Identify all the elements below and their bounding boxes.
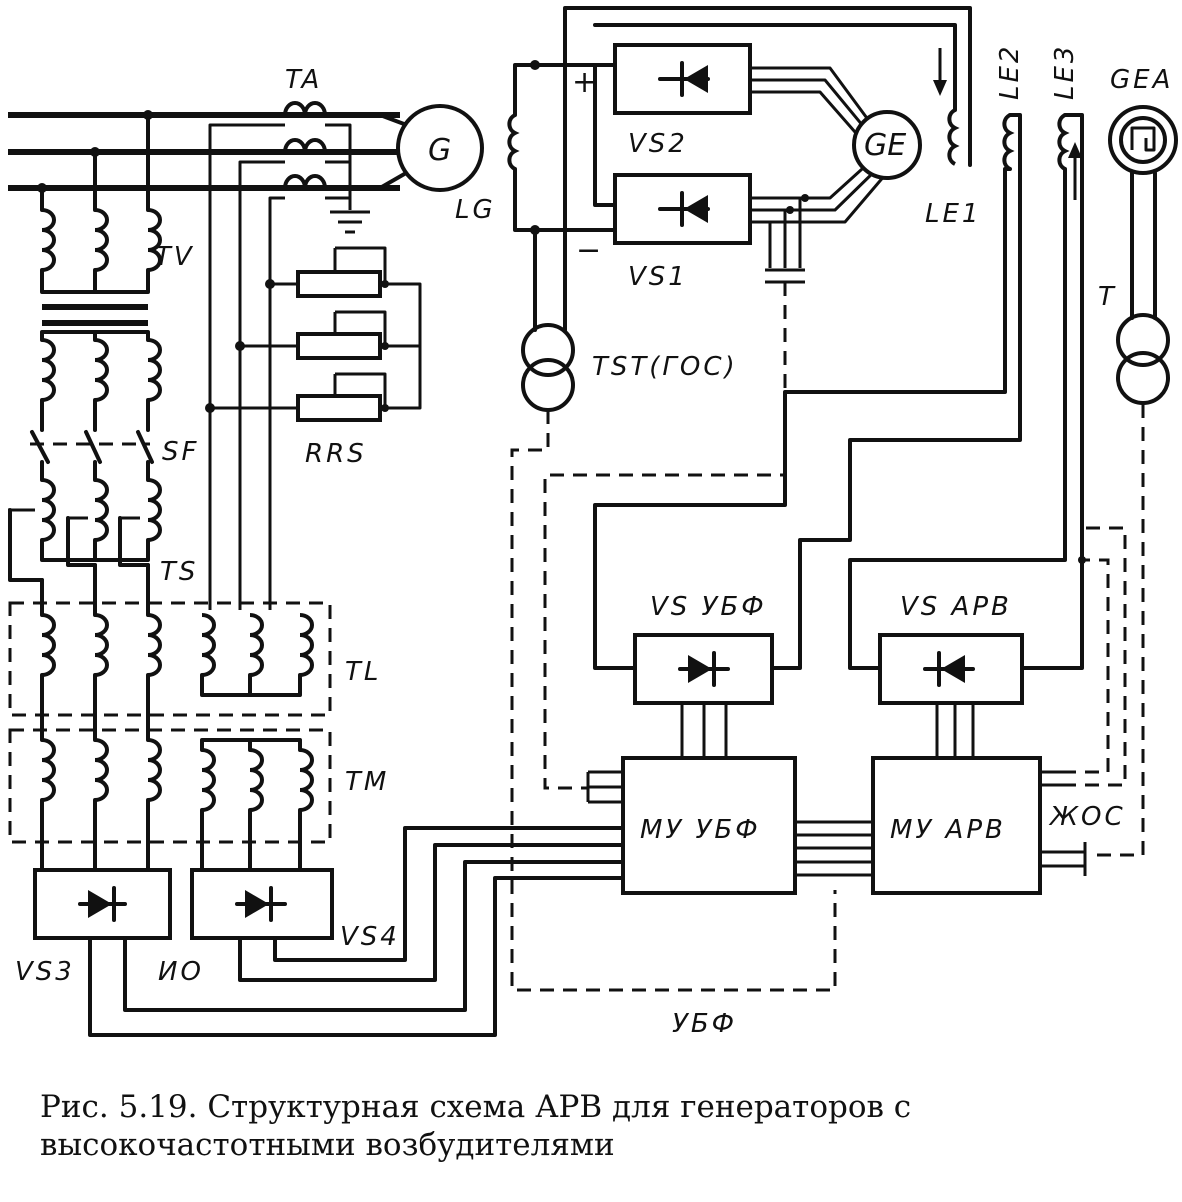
rectifier-vs-ubf: VS УБФ (633, 592, 774, 758)
jos-label: ЖОС (1048, 802, 1126, 832)
rectifier-vs3: VS3 (15, 868, 172, 987)
current-transformer-ta: TA (208, 65, 370, 610)
g-label: G (428, 133, 451, 168)
le1-label: LE1 (925, 199, 981, 229)
plus-sign: + (572, 65, 597, 100)
rrs-label: RRS (305, 439, 367, 469)
ta-label: TA (285, 65, 322, 95)
transformer-group-tl: TL (8, 601, 381, 742)
ts-label: TS (160, 557, 198, 587)
ubf-label: УБФ (672, 1009, 737, 1039)
vs-ubf-label: VS УБФ (650, 592, 767, 622)
mu-arv-label: МУ АРВ (890, 815, 1006, 845)
gea-label: GEA (1110, 65, 1173, 95)
tv-label: TV (155, 242, 195, 272)
vs-arv-label: VS АРВ (900, 592, 1012, 622)
switch-sf: SF (30, 430, 199, 482)
winding-le3: LE3 (848, 44, 1086, 670)
io-label: ИО (158, 957, 204, 987)
exciter-generator-ge: GE (852, 110, 922, 180)
figure-caption: Рис. 5.19. Структурная схема АРВ для ген… (40, 1088, 1140, 1164)
regulating-transformer-ts: TS (8, 478, 198, 617)
le2-label: LE2 (995, 44, 1025, 100)
vs3-label: VS3 (15, 957, 75, 987)
vs1-label: VS1 (628, 262, 688, 292)
magnetic-amplifier-mu-ubf: МУ УБФ (586, 756, 797, 895)
vs2-label: VS2 (628, 129, 688, 159)
winding-le1: LE1 (925, 48, 981, 229)
ge-label: GE (864, 128, 906, 163)
tachogenerator-gea: GEA T (1090, 65, 1178, 857)
rectifier-vs2: VS2 (613, 43, 752, 159)
resistors-rrs: RRS (205, 246, 422, 469)
voltage-transformer-tv: TV (40, 113, 195, 432)
vs4-label: VS4 (340, 922, 400, 952)
lg-label: LG (455, 195, 496, 225)
mu-ubf-label: МУ УБФ (640, 815, 761, 845)
tl-label: TL (345, 657, 381, 687)
tm-label: TM (345, 767, 389, 797)
rectifier-vs1: VS1 (613, 173, 752, 292)
magnetic-amplifier-mu-arv: МУ АРВ ЖОС (795, 526, 1127, 895)
arv-structural-diagram: TA G TV (8, 6, 1178, 1039)
caption-text: Структурная схема АРВ для генераторов с … (40, 1089, 912, 1163)
generator-g: G (378, 104, 484, 192)
le3-label: LE3 (1050, 44, 1080, 100)
rectifier-vs4: VS4 ИО (158, 868, 400, 987)
winding-le2: LE2 (593, 44, 1025, 670)
caption-prefix: Рис. 5.19. (40, 1089, 198, 1125)
tst-label: TST(ГОС) (592, 352, 738, 382)
field-winding-lg: LG (455, 60, 540, 235)
rectifier-vs-arv: VS АРВ (878, 592, 1024, 758)
sf-label: SF (162, 437, 199, 467)
transformer-group-tm: TM (8, 728, 389, 872)
three-phase-bus (8, 110, 400, 193)
t-label: T (1098, 282, 1117, 312)
output-wiring: УБФ (88, 826, 737, 1039)
minus-sign: − (576, 233, 601, 268)
transformer-tst: TST(ГОС) (510, 228, 837, 992)
